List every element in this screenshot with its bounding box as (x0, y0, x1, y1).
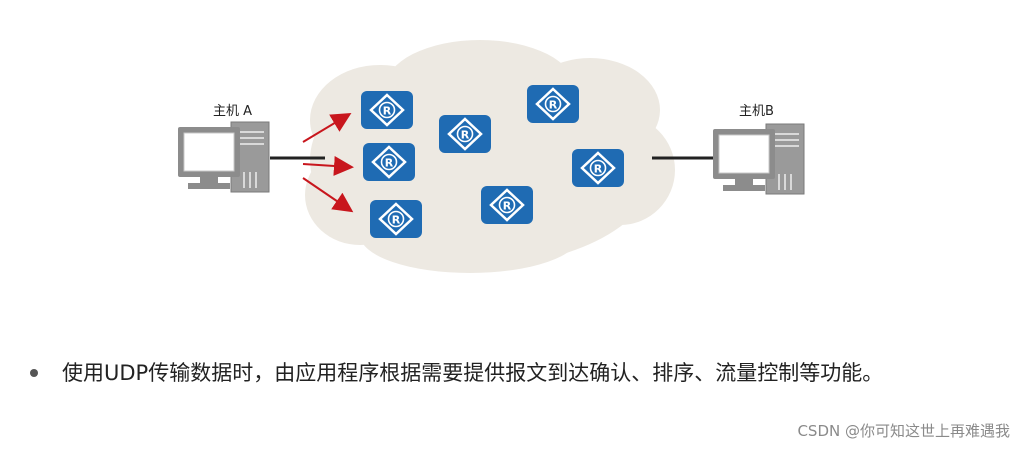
router-icon: R (370, 200, 422, 238)
host-b-computer-icon (713, 123, 805, 195)
svg-text:R: R (503, 200, 512, 213)
bullet-dot-icon (30, 369, 38, 377)
router-icon: R (363, 143, 415, 181)
router-icon: R (527, 85, 579, 123)
svg-text:R: R (461, 129, 470, 142)
host-a-label: 主机 A (213, 104, 253, 119)
udp-arrow-middle (302, 156, 354, 176)
udp-arrow-lower (302, 177, 354, 213)
router-icon: R (439, 115, 491, 153)
svg-text:R: R (594, 163, 603, 176)
svg-text:R: R (383, 105, 392, 118)
svg-text:R: R (549, 99, 558, 112)
host-a-computer-icon (178, 121, 270, 193)
udp-arrow-upper (302, 112, 352, 143)
router-icon: R (572, 149, 624, 187)
router-icon: R (481, 186, 533, 224)
svg-text:R: R (385, 157, 394, 170)
svg-text:R: R (392, 214, 401, 227)
udp-network-diagram: R R R R R R R (178, 40, 805, 273)
bullet-text: 使用UDP传输数据时，由应用程序根据需要提供报文到达确认、排序、流量控制等功能。 (62, 361, 884, 385)
csdn-watermark: CSDN @你可知这世上再难遇我 (797, 422, 1010, 440)
router-icon: R (361, 91, 413, 129)
host-b-label: 主机B (739, 104, 774, 119)
